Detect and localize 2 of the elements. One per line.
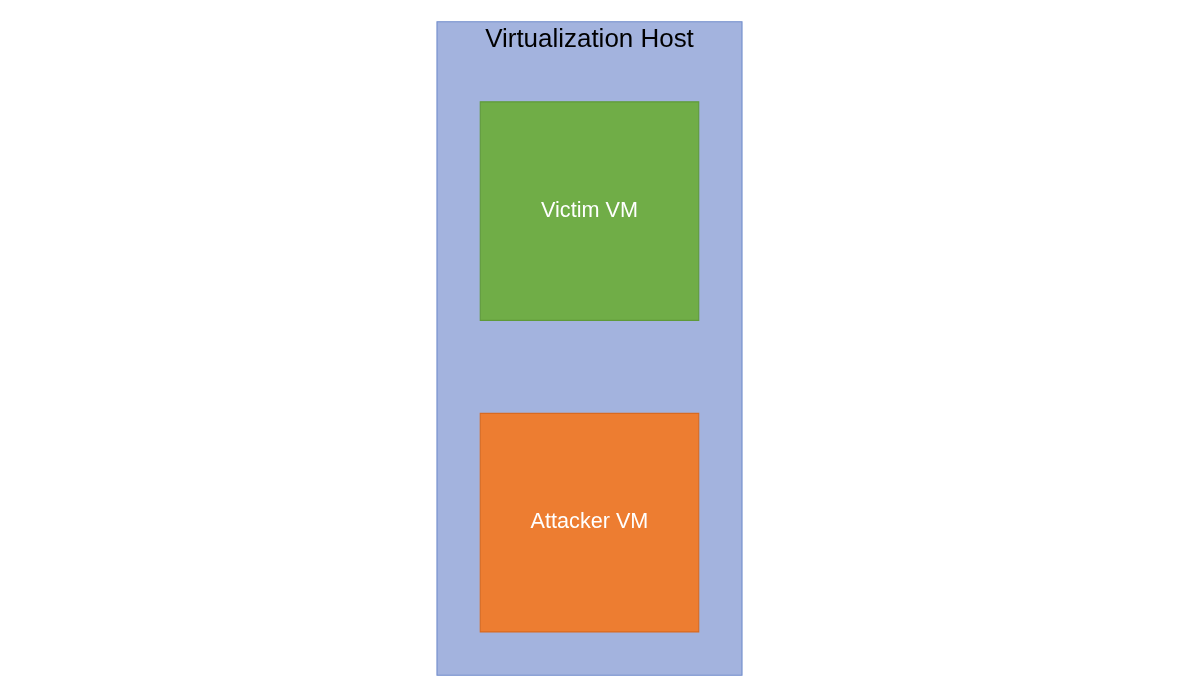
node-box: Victim VM — [479, 101, 699, 321]
node-box: Attacker VM — [479, 412, 699, 633]
